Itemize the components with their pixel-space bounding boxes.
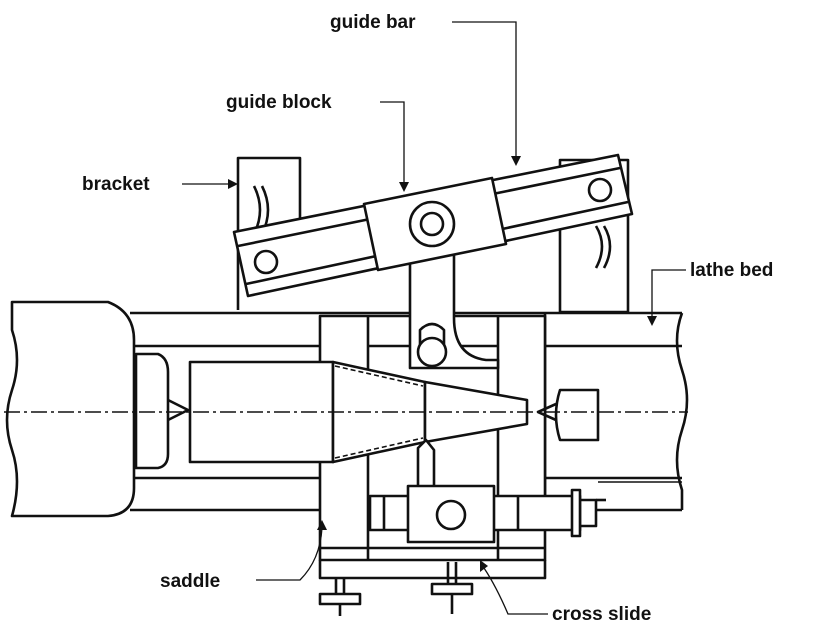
label-lathe-bed: lathe bed [647, 260, 773, 326]
cross-slide-label: cross slide [552, 604, 651, 625]
bracket-label: bracket [82, 174, 150, 195]
label-saddle: saddle [160, 520, 327, 592]
clamp-screws [318, 562, 474, 616]
cutting-tool [416, 438, 436, 492]
label-guide-bar: guide bar [330, 12, 521, 166]
saddle-label: saddle [160, 571, 220, 592]
guide-block [362, 176, 508, 272]
cross-slide [368, 484, 606, 544]
headstock [5, 300, 190, 518]
label-guide-block: guide block [226, 92, 409, 192]
lathe-bed-label: lathe bed [690, 260, 773, 281]
label-cross-slide: cross slide [480, 560, 651, 625]
label-bracket: bracket [82, 174, 238, 195]
guide-bar-label: guide bar [330, 12, 416, 33]
guide-block-label: guide block [226, 92, 332, 113]
tailstock [536, 388, 600, 442]
